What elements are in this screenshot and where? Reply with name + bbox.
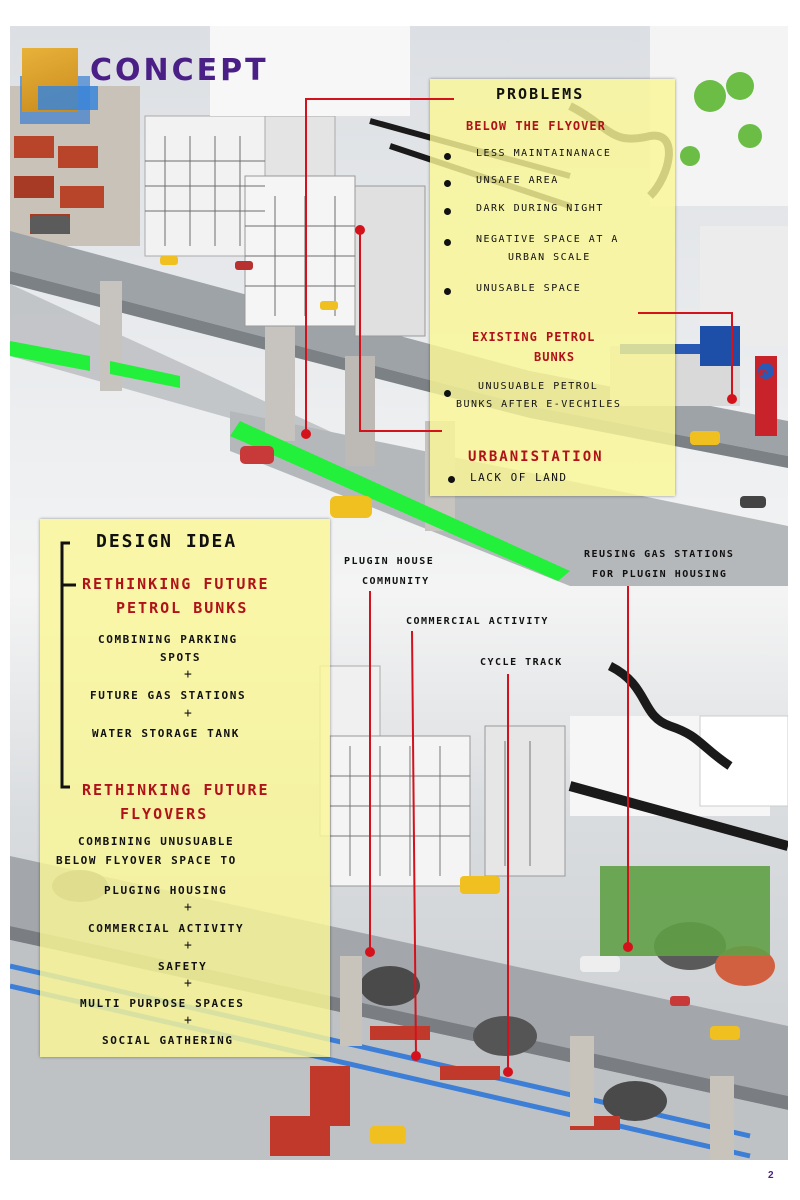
problem-item: UNSAFE AREA — [476, 175, 559, 186]
problem-item: NEGATIVE SPACE AT A — [476, 234, 619, 245]
flyover-pillar — [265, 326, 295, 441]
petrol-section-title-2: PETROL BUNKS — [116, 599, 249, 617]
problems-heading: PROBLEMS — [496, 85, 585, 103]
window-grid-bottom — [330, 741, 531, 876]
problems-panel: PROBLEMS BELOW THE FLYOVER LESS MAINTAIN… — [430, 79, 675, 496]
plus-sign: + — [184, 938, 192, 953]
page-number: 2 — [768, 1170, 774, 1181]
design-item-continued: SPOTS — [160, 651, 202, 664]
plus-sign: + — [184, 1013, 192, 1028]
bullet — [444, 390, 451, 397]
bullet — [448, 476, 455, 483]
petrol-section-title: RETHINKING FUTURE — [82, 575, 270, 593]
title-decoration-blue — [38, 86, 98, 110]
cars-bottom — [270, 876, 740, 1156]
bullet — [444, 239, 451, 246]
design-item: WATER STORAGE TANK — [92, 727, 241, 740]
problem-item-continued: URBAN SCALE — [508, 252, 591, 263]
design-item: COMBINING UNUSUABLE — [78, 835, 235, 848]
unusable-space-highlight — [10, 341, 570, 581]
problem-item: LACK OF LAND — [470, 471, 568, 484]
pillars-bottom — [340, 956, 734, 1160]
concept-sheet: CONCEPT PROBLEMS BELOW THE FLYOVER LESS … — [10, 26, 788, 1160]
bullet — [444, 180, 451, 187]
design-item: FUTURE GAS STATIONS — [90, 689, 247, 702]
plus-sign: + — [184, 976, 192, 991]
flyover-section-title: RETHINKING FUTURE — [82, 781, 270, 799]
cycle-track-label: CYCLE TRACK — [480, 657, 563, 668]
plus-sign: + — [184, 706, 192, 721]
plus-sign: + — [184, 900, 192, 915]
problem-item: UNUSABLE SPACE — [476, 283, 582, 294]
design-item: MULTI PURPOSE SPACES — [80, 997, 245, 1010]
petrol-bunks-label: EXISTING PETROL — [472, 330, 596, 344]
window-grid — [145, 136, 355, 316]
bullet — [444, 153, 451, 160]
problem-item: DARK DURING NIGHT — [476, 203, 604, 214]
design-item: COMMERCIAL ACTIVITY — [88, 922, 245, 935]
reusing-gas-label-2: FOR PLUGIN HOUSING — [592, 569, 728, 580]
design-item: SAFETY — [158, 960, 208, 973]
design-idea-panel: DESIGN IDEA RETHINKING FUTURE PETROL BUN… — [40, 519, 330, 1057]
commercial-activity-label: COMMERCIAL ACTIVITY — [406, 616, 549, 627]
bullet — [444, 208, 451, 215]
cars — [30, 216, 766, 518]
aerial-flyover-illustration — [10, 26, 788, 1160]
design-item: PLUGING HOUSING — [104, 884, 228, 897]
petrol-bunks-label-2: BUNKS — [534, 350, 576, 364]
problem-item: LESS MAINTAINANACE — [476, 148, 612, 159]
plugin-house-label: PLUGIN HOUSE — [344, 556, 435, 567]
flyover-section-title-2: FLYOVERS — [120, 805, 209, 823]
design-item: COMBINING PARKING — [98, 633, 238, 646]
problem-item: UNUSUABLE PETROL — [478, 381, 599, 392]
bullet — [444, 288, 451, 295]
reusing-gas-label: REUSING GAS STATIONS — [584, 549, 735, 560]
urbanisation-label: URBANISTATION — [468, 449, 604, 465]
design-item-continued: BELOW FLYOVER SPACE TO — [56, 854, 237, 867]
page-title: CONCEPT — [90, 53, 269, 88]
plugin-house-label-2: COMMUNITY — [362, 576, 430, 587]
design-heading: DESIGN IDEA — [96, 531, 238, 552]
flyover-pillar — [345, 356, 375, 466]
below-flyover-label: BELOW THE FLYOVER — [466, 119, 606, 133]
green-park — [600, 866, 770, 956]
plus-sign: + — [184, 667, 192, 682]
problem-item-continued: BUNKS AFTER E-VECHILES — [456, 399, 622, 410]
design-item: SOCIAL GATHERING — [102, 1034, 234, 1047]
